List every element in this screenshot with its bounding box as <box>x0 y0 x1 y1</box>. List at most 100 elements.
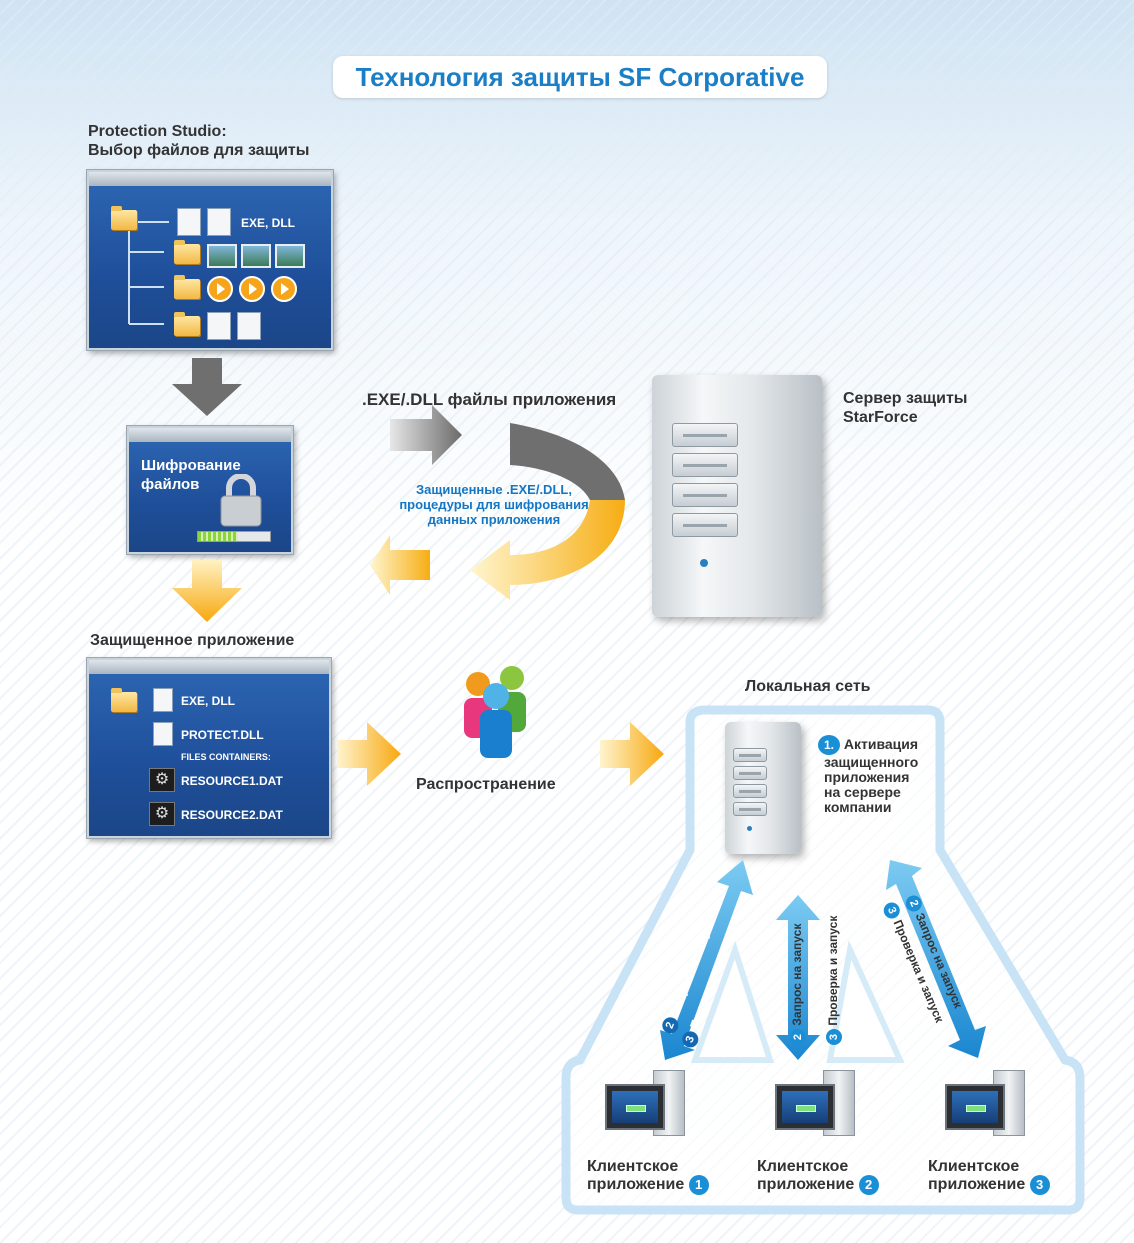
exe-file-icon <box>153 688 173 712</box>
encryption-progress-fill <box>198 532 238 541</box>
container-gear-icon: ⚙ <box>149 768 175 792</box>
flow-top-label: .EXE/.DLL файлы приложения <box>362 390 617 409</box>
server-drive-bay <box>733 766 767 780</box>
protected-app-window-titlebar <box>89 660 329 674</box>
client-1-badge: 1 <box>688 1175 709 1195</box>
arrow2-request-text: Запрос на запуск <box>790 923 804 1026</box>
padlock-icon <box>220 474 262 527</box>
server-drive-bay <box>672 483 738 507</box>
encryption-window-titlebar <box>129 428 291 442</box>
activation-line4: на сервере <box>824 784 901 800</box>
dll-file-icon <box>207 208 231 236</box>
server-caption: Сервер защиты StarForce <box>843 389 967 427</box>
protected-app-window: EXE, DLL PROTECT.DLL FILES CONTAINERS: ⚙… <box>87 658 331 838</box>
flow-return-line3: данных приложения <box>427 512 561 527</box>
flow-return-line1: Защищенные .EXE/.DLL, <box>416 482 572 497</box>
client-2-line2: приложение <box>757 1176 855 1193</box>
server-power-led <box>747 826 752 831</box>
images-folder-icon <box>174 240 200 264</box>
client-3-line1: Клиентское <box>928 1158 1020 1175</box>
studio-tree-lines <box>128 221 169 325</box>
client-2-badge: 2 <box>858 1175 879 1195</box>
pc-monitor <box>945 1084 1005 1130</box>
encryption-progress-bar <box>197 531 271 542</box>
server-drive-bay <box>672 423 738 447</box>
image-file-icon <box>275 244 305 268</box>
exchange-arrows <box>370 405 625 600</box>
server-caption-line2: StarForce <box>843 409 918 426</box>
orange-down-arrow <box>172 560 242 622</box>
docs-folder-icon <box>174 312 200 336</box>
app-folder-icon <box>111 688 137 712</box>
media-folder-icon <box>174 275 200 299</box>
dll-file-icon <box>153 722 173 746</box>
pc-monitor <box>605 1084 665 1130</box>
client-label-1: Клиентское приложение 1 <box>587 1158 709 1195</box>
studio-caption-line1: Protection Studio: <box>88 123 227 140</box>
media-file-icon <box>271 276 297 302</box>
server-drive-bay <box>733 802 767 816</box>
encryption-title-line1: Шифрование <box>141 457 241 474</box>
step2-badge: 2 <box>790 1029 806 1045</box>
activation-step-badge: 1. <box>818 735 840 755</box>
protect-dll-label: PROTECT.DLL <box>181 728 264 742</box>
image-file-icon <box>207 244 237 268</box>
client-3-badge: 3 <box>1029 1175 1050 1195</box>
html-file-icon <box>207 312 231 340</box>
encryption-window: Шифрование файлов <box>127 426 293 554</box>
media-file-icon <box>207 276 233 302</box>
studio-window: EXE, DLL <box>87 170 333 350</box>
root-folder-icon <box>111 206 137 230</box>
arrow2-check-text: Проверка и запуск <box>826 915 840 1026</box>
text-file-icon <box>237 312 261 340</box>
activation-line2: защищенного <box>824 754 919 770</box>
activation-line1: Активация <box>843 736 919 752</box>
company-server-icon <box>725 722 801 854</box>
image-file-icon <box>241 244 271 268</box>
client-label-3: Клиентское приложение 3 <box>928 1158 1050 1195</box>
title-banner: Технология защиты SF Corporative <box>333 56 827 98</box>
server-drive-bay <box>672 453 738 477</box>
diagram-title: Технология защиты SF Corporative <box>355 62 805 92</box>
client-1-line1: Клиентское <box>587 1158 679 1175</box>
studio-caption: Protection Studio: Выбор файлов для защи… <box>88 122 309 160</box>
server-caption-line1: Сервер защиты <box>843 390 968 407</box>
exe-file-icon <box>177 208 201 236</box>
encryption-title: Шифрование файлов <box>141 456 241 494</box>
client-3-line2: приложение <box>928 1176 1026 1193</box>
starforce-server-icon <box>652 375 822 617</box>
client-2-line1: Клиентское <box>757 1158 849 1175</box>
resource2-label: RESOURCE2.DAT <box>181 808 283 822</box>
people-icon <box>464 666 526 758</box>
flow-return-line2: процедуры для шифрования <box>399 497 589 512</box>
studio-caption-line2: Выбор файлов для защиты <box>88 142 310 159</box>
files-containers-label: FILES CONTAINERS: <box>181 752 271 762</box>
gray-down-arrow <box>172 358 242 416</box>
protected-exe-label: EXE, DLL <box>181 694 236 708</box>
server-power-led <box>700 559 708 567</box>
activation-line5: компании <box>824 799 892 815</box>
media-file-icon <box>239 276 265 302</box>
client-1-line2: приложение <box>587 1176 685 1193</box>
studio-window-titlebar <box>89 172 331 186</box>
server-drive-bay <box>733 784 767 798</box>
studio-exe-dll-label: EXE, DLL <box>241 216 296 230</box>
resource1-label: RESOURCE1.DAT <box>181 774 283 788</box>
orange-right-arrow <box>337 722 401 786</box>
container-gear-icon: ⚙ <box>149 802 175 826</box>
client-computer-3-icon <box>945 1070 1045 1150</box>
arrow2-request-label: 2 Запрос на запуск <box>790 924 806 1045</box>
distribution-caption: Распространение <box>416 776 556 793</box>
lan-caption: Локальная сеть <box>745 678 871 695</box>
client-computer-1-icon <box>605 1070 705 1150</box>
encryption-title-line2: файлов <box>141 476 200 493</box>
activation-line3: приложения <box>824 769 910 785</box>
step3-badge: 3 <box>826 1029 842 1045</box>
flow-return-label: Защищенные .EXE/.DLL, процедуры для шифр… <box>372 482 616 527</box>
server-drive-bay <box>672 513 738 537</box>
activation-label: 1. Активация защищенного приложения на с… <box>818 735 918 815</box>
client-label-2: Клиентское приложение 2 <box>757 1158 879 1195</box>
pc-monitor <box>775 1084 835 1130</box>
protected-app-caption: Защищенное приложение <box>90 632 295 649</box>
arrow2-check-label: 3 Проверка и запуск <box>826 916 842 1045</box>
